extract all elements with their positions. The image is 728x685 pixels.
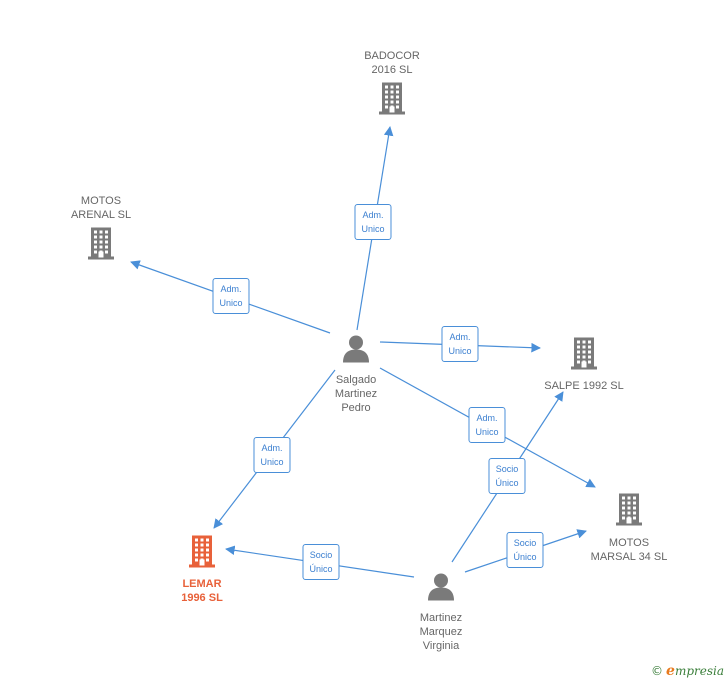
edge-label-line: Adm. — [476, 413, 498, 423]
edge-role-label[interactable]: Adm. Unico — [212, 278, 250, 314]
edge-label-line: Único — [495, 478, 519, 488]
label-line: BADOCOR — [364, 50, 420, 62]
motos-arenal-building-icon[interactable] — [86, 227, 116, 266]
lemar-building-icon[interactable] — [187, 535, 217, 574]
martinez-person-icon[interactable] — [426, 572, 456, 607]
edge-label-line: Unico — [260, 457, 284, 467]
edge-label-line: Unico — [475, 427, 499, 437]
label-line: 2016 SL — [371, 64, 413, 76]
brand-initial: e — [666, 663, 675, 679]
badocor-label[interactable]: BADOCOR 2016 SL — [364, 49, 420, 77]
label-line: Martinez — [334, 388, 378, 400]
empresia-brand[interactable]: ©empresia — [651, 663, 724, 679]
edge-role-label[interactable]: Adm. Unico — [468, 407, 506, 443]
edge-label-line: Socio — [513, 538, 537, 548]
label-line: Martinez — [419, 612, 463, 624]
edge-label-line: Socio — [495, 464, 519, 474]
edge-label-line: Unico — [361, 224, 385, 234]
motos-arenal-label[interactable]: MOTOS ARENAL SL — [71, 194, 131, 222]
motos-marsal-label[interactable]: MOTOS MARSAL 34 SL — [591, 536, 668, 564]
brand-name: mpresia — [674, 664, 724, 678]
label-line: Virginia — [422, 640, 460, 652]
edge-label-line: Socio — [309, 550, 333, 560]
edge-label-line: Adm. — [449, 332, 471, 342]
label-line: MARSAL 34 SL — [590, 551, 668, 563]
salpe-label[interactable]: SALPE 1992 SL — [544, 379, 624, 393]
edge-label-line: Único — [513, 552, 537, 562]
label-line: MOTOS — [80, 195, 122, 207]
label-line: Marquez — [419, 626, 463, 638]
edge-role-label[interactable]: Adm. Unico — [253, 437, 291, 473]
label-line: LEMAR — [182, 578, 222, 590]
salgado-person-icon[interactable] — [341, 334, 371, 369]
edge-label-line: Único — [309, 564, 333, 574]
lemar-label[interactable]: LEMAR 1996 SL — [181, 577, 223, 605]
edge-label-line: Adm. — [362, 210, 384, 220]
edge-label-line: Unico — [219, 298, 243, 308]
copyright-symbol: © — [651, 664, 664, 678]
label-line: Salgado — [335, 374, 377, 386]
edge-label-line: Adm. — [261, 443, 283, 453]
motos-marsal-building-icon[interactable] — [614, 493, 644, 532]
edge-role-label[interactable]: Adm. Unico — [441, 326, 479, 362]
edge-label-line: Adm. — [220, 284, 242, 294]
edge-label-line: Unico — [448, 346, 472, 356]
label-line: 1996 SL — [181, 592, 223, 604]
label-line: MOTOS — [608, 537, 650, 549]
salpe-building-icon[interactable] — [569, 337, 599, 376]
edge-role-label[interactable]: Adm. Unico — [354, 204, 392, 240]
label-line: Pedro — [341, 402, 371, 414]
label-line: ARENAL SL — [70, 209, 132, 221]
label-line: SALPE 1992 SL — [544, 380, 624, 392]
badocor-building-icon[interactable] — [377, 82, 407, 121]
